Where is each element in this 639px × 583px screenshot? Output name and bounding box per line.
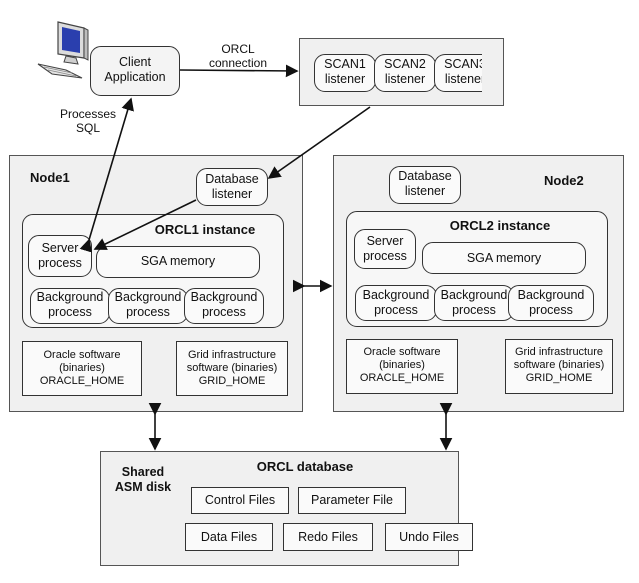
node1-oracle-software-box — [22, 341, 142, 396]
node1-background-box — [108, 288, 188, 324]
computer-icon — [36, 18, 96, 84]
node2-db-listener-box — [389, 166, 461, 204]
node2-db-listener-label: Database listener — [398, 169, 452, 198]
scan-to-listener-arrow — [267, 106, 371, 179]
redo-files-box — [283, 523, 373, 551]
node2-title: Node2 — [544, 173, 584, 188]
control-files-box — [191, 487, 289, 514]
scan-listener-box — [374, 54, 436, 92]
listener-to-server-arrow — [93, 199, 197, 250]
node2-oracle-software-label: Oracle software (binaries) ORACLE_HOME — [359, 346, 445, 384]
node1-db-listener-box — [196, 168, 268, 206]
scan-listener-label: SCAN2 listener — [384, 57, 426, 86]
node1-background-label: Background process — [114, 290, 182, 319]
node2-grid-software-label: Grid infrastructure software (binaries) … — [513, 346, 605, 384]
node2-background-box — [434, 285, 514, 321]
node1-instance-title: ORCL1 instance — [154, 222, 256, 237]
undo-files-box — [385, 523, 473, 551]
undo-files-label: Undo Files — [399, 530, 459, 544]
node2-background-label: Background process — [440, 288, 508, 317]
node1-grid-software-box — [176, 341, 288, 396]
node1-title: Node1 — [30, 170, 70, 185]
data-files-label: Data Files — [200, 530, 258, 544]
node2-background-box — [508, 285, 594, 321]
node1-db-listener-label: Database listener — [205, 172, 259, 201]
parameter-file-label: Parameter File — [311, 493, 393, 507]
node2-oracle-software-box — [346, 339, 458, 394]
node1-background-box — [30, 288, 110, 324]
client-application-label: Client Application — [104, 55, 166, 84]
node2-server-process-box — [354, 229, 416, 269]
node1-server-process-label: Server process — [38, 241, 82, 270]
asm-disk-label: Shared ASM disk — [114, 465, 172, 494]
scan-listener-label: SCAN1 listener — [324, 57, 366, 86]
storage-title: ORCL database — [256, 459, 354, 474]
control-files-label: Control Files — [204, 493, 276, 507]
client-application-box — [90, 46, 180, 96]
node1-grid-software-label: Grid infrastructure software (binaries) … — [186, 349, 278, 387]
data-files-box — [185, 523, 273, 551]
orcl-connection-label: ORCL connection — [208, 42, 268, 70]
node2-sga-box — [422, 242, 586, 274]
node2-background-box — [355, 285, 437, 321]
node2-background-label: Background process — [362, 288, 430, 317]
client-to-scan-arrow — [179, 64, 299, 78]
node2-background-label: Background process — [517, 288, 585, 317]
node1-oracle-software-label: Oracle software (binaries) ORACLE_HOME — [39, 349, 125, 387]
node2-server-process-label: Server process — [363, 234, 407, 263]
scan-listener-label: SCAN3 listener — [444, 57, 486, 86]
redo-files-label: Redo Files — [298, 530, 358, 544]
node2-sga-label: SGA memory — [466, 251, 542, 265]
node1-background-box — [184, 288, 264, 324]
scan-listener-box — [314, 54, 376, 92]
node1-sga-label: SGA memory — [140, 254, 216, 268]
client-server-arrow — [79, 97, 134, 253]
node1-background-label: Background process — [36, 290, 104, 319]
parameter-file-box — [298, 487, 406, 514]
node2-grid-software-box — [505, 339, 613, 394]
scan-listener-box — [434, 54, 482, 92]
node1-background-label: Background process — [190, 290, 258, 319]
node2-instance-title: ORCL2 instance — [449, 218, 551, 233]
